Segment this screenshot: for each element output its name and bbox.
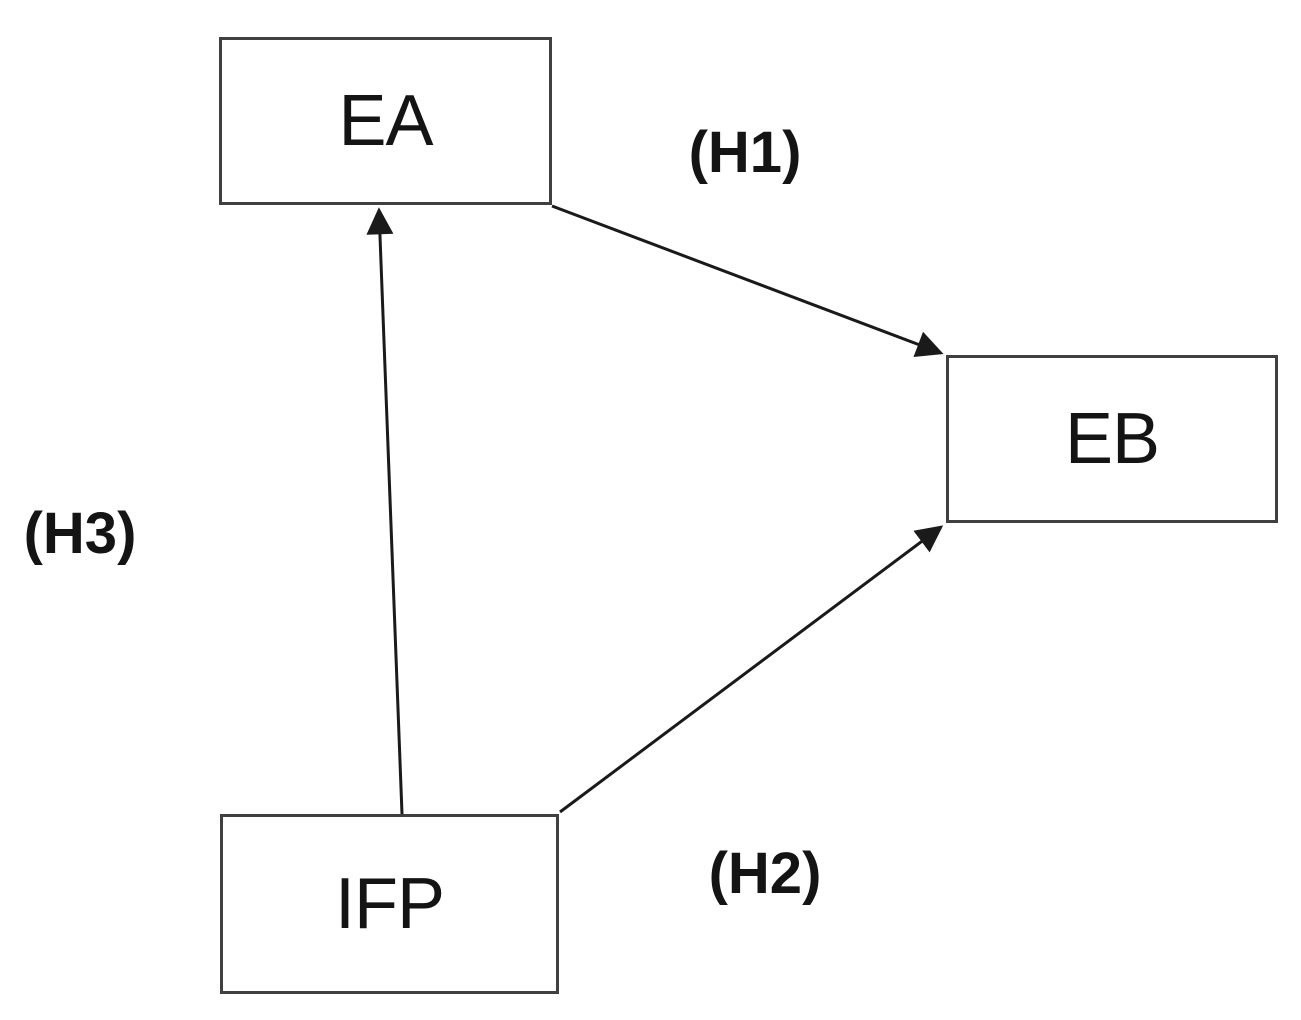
edge-label-h3: (H3) — [23, 501, 137, 566]
arrow-h1-ea-to-eb — [551, 204, 944, 358]
edge-label-h2: (H2) — [708, 841, 822, 906]
node-ifp-label: IFP — [334, 864, 445, 944]
node-ifp: IFP — [220, 814, 559, 994]
node-ea-label: EA — [338, 81, 433, 161]
node-eb-label: EB — [1064, 399, 1160, 479]
edge-label-h1: (H1) — [688, 120, 802, 185]
node-eb: EB — [946, 355, 1278, 523]
arrow-h2-ifp-to-eb — [559, 525, 944, 814]
node-ea: EA — [219, 37, 552, 205]
arrow-h3-ifp-to-ea — [366, 207, 404, 815]
